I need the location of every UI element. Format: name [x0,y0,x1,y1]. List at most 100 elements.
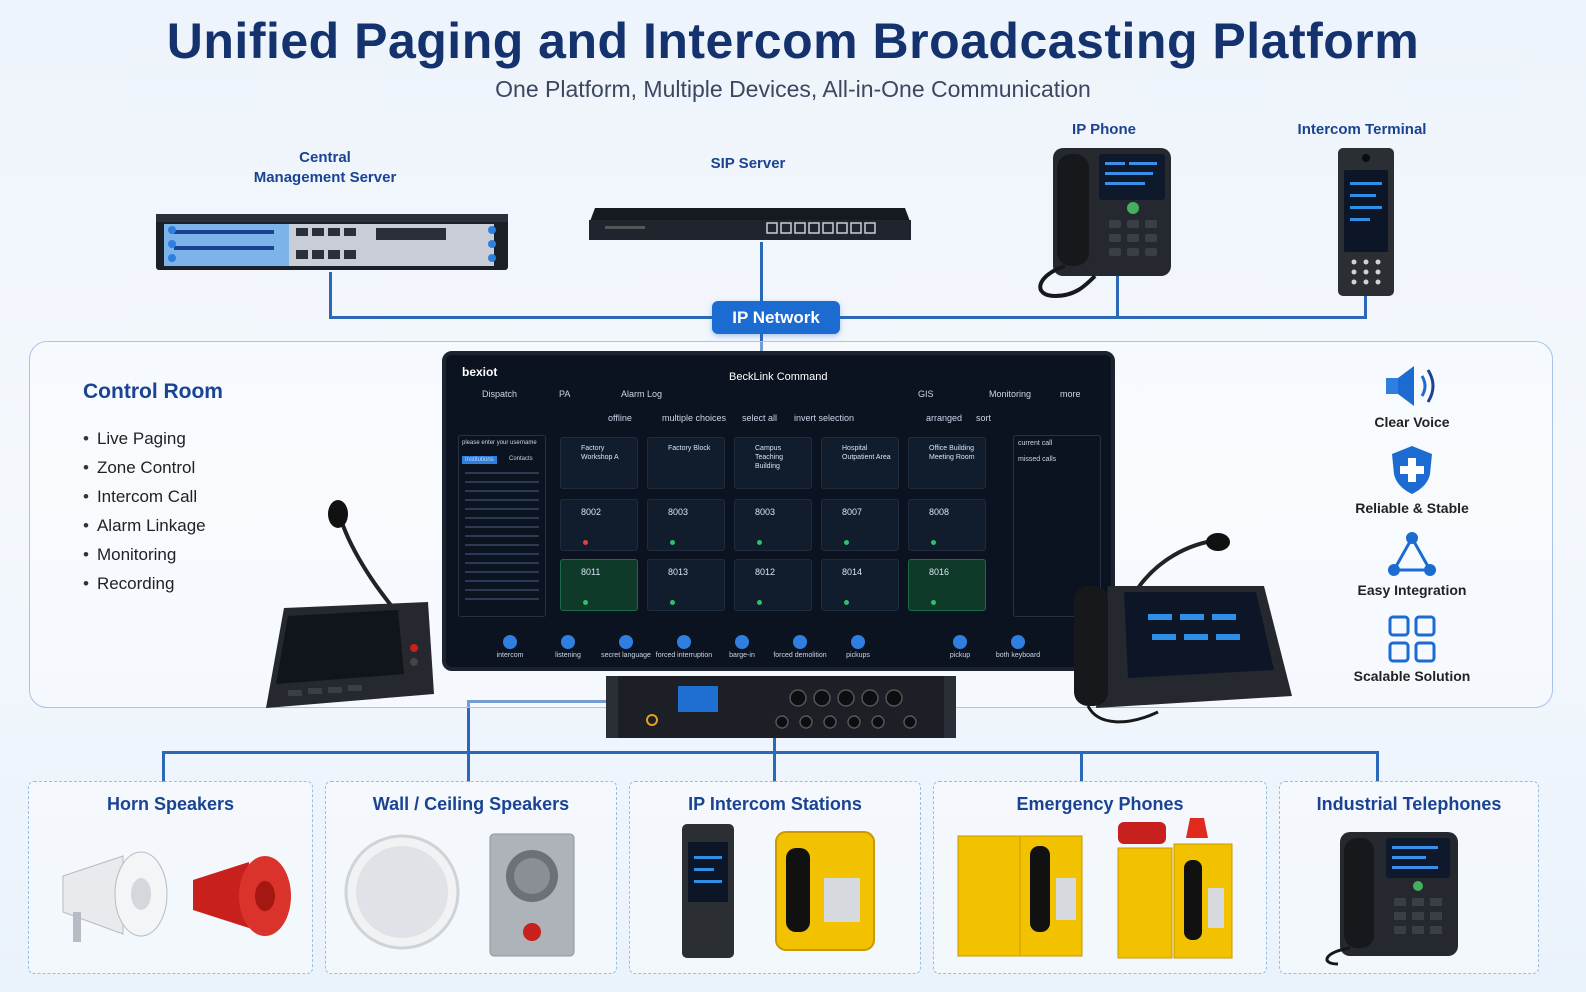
extension-tile[interactable]: 8003 [734,499,812,551]
nav-monitoring[interactable]: Monitoring [989,389,1032,399]
page-subtitle: One Platform, Multiple Devices, All-in-O… [495,76,1091,102]
extension-tile[interactable]: 8007 [821,499,899,551]
wire-console-down [467,700,470,782]
wire-bottom-bus [162,751,1379,754]
horn-speaker-image [62,851,291,942]
benefit-clear-voice: Clear Voice [1332,362,1492,430]
endpoint-title: Horn Speakers [106,794,235,814]
zone-tile[interactable]: Office Building Meeting Room [908,437,986,489]
central-server-label: Central Management Server [253,149,397,186]
filter-offline[interactable]: offline [608,413,632,423]
wire-drop-industrial [1376,751,1379,782]
zone-tile[interactable]: Factory Block [647,437,725,489]
keyboard-icon [1011,635,1025,649]
filter-sort[interactable]: sort [976,413,992,423]
filter-arranged[interactable]: arranged [926,413,963,423]
forced-demolition-icon [793,635,807,649]
tool-secret-language[interactable]: secret language [596,635,656,659]
wire-drop-emergency [1080,751,1083,782]
software-right-panel: current call missed calls [1013,435,1101,617]
wire-top-bus [329,316,1367,319]
extension-tile[interactable]: 8002 [560,499,638,551]
control-room-title: Control Room [83,380,223,403]
industrial-telephone-image [1325,832,1458,966]
speaker-icon [1386,366,1435,406]
feature-item: Live Paging [83,428,206,457]
software-nav: Dispatch PA Alarm Log GIS Monitoring mor… [446,387,1111,403]
missed-calls-label[interactable]: missed calls [1018,456,1057,463]
zone-tile[interactable]: Hospital Outpatient Area [821,437,899,489]
tree-lines [465,472,539,602]
zone-tile[interactable]: Factory Workshop A [560,437,638,489]
tool-intercom[interactable]: intercom [480,635,540,659]
tool-listening[interactable]: listening [538,635,598,659]
feature-item: Intercom Call [83,486,206,515]
sip-server-image [589,208,911,240]
endpoint-emergency-phones: Emergency Phones [933,781,1267,974]
status-dot [931,540,936,545]
wire-drop-horn [162,751,165,782]
intercom-terminal-label: Intercom Terminal [1297,121,1427,138]
extension-tile[interactable]: 8008 [908,499,986,551]
extension-tile[interactable]: 8013 [647,559,725,611]
search-input[interactable]: please enter your username [462,440,537,446]
wire-terminal-down [1364,296,1367,318]
tool-pickup[interactable]: pickup [930,635,990,659]
feature-item: Monitoring [83,544,206,573]
status-dot [757,600,762,605]
extension-tile[interactable]: 8012 [734,559,812,611]
sip-server-label: SIP Server [710,155,786,172]
tool-pickups[interactable]: pickups [828,635,888,659]
pickup-icon [953,635,967,649]
benefit-scalable-solution: Scalable Solution [1332,614,1492,684]
status-dot [670,540,675,545]
endpoint-ip-intercom-stations: IP Intercom Stations [629,781,921,974]
ip-phone-label: IP Phone [1072,121,1136,138]
forced-interruption-icon [677,635,691,649]
nav-alarm-log[interactable]: Alarm Log [621,389,663,399]
endpoint-industrial-telephones: Industrial Telephones [1279,781,1539,974]
zone-tile[interactable]: Campus Teaching Building [734,437,812,489]
wire-server-down [329,272,332,318]
nav-more[interactable]: more [1060,389,1081,399]
software-brand: bexiot [462,365,498,379]
wire-network-down [760,334,763,352]
desk-console-image [266,500,434,708]
wire-amp-link [467,700,607,703]
endpoint-title: Industrial Telephones [1316,794,1502,814]
filter-select-all[interactable]: select all [742,413,778,423]
dispatch-software-monitor: bexiot BeckLink Command Dispatch PA Alar… [442,351,1115,671]
filter-invert-selection[interactable]: invert selection [794,413,855,423]
feature-item: Alarm Linkage [83,515,206,544]
status-dot [583,600,588,605]
grid-icon [1388,615,1436,663]
current-call-label[interactable]: current call [1018,440,1053,447]
benefit-easy-integration: Easy Integration [1332,530,1492,598]
nav-gis[interactable]: GIS [918,389,934,399]
amplifier-image [606,676,956,738]
tool-barge-in[interactable]: barge-in [712,635,772,659]
status-dot [670,600,675,605]
control-room-feature-list: Live Paging Zone Control Intercom Call A… [83,428,206,602]
extension-tile[interactable]: 8016 [908,559,986,611]
intercom-icon [503,635,517,649]
tab-contacts[interactable]: Contacts [509,456,533,462]
tool-forced-demolition[interactable]: forced demolition [770,635,830,659]
feature-item: Zone Control [83,457,206,486]
nav-dispatch[interactable]: Dispatch [482,389,518,399]
tool-forced-interruption[interactable]: forced interruption [654,635,714,659]
wire-drop-intercom [773,738,776,782]
page-title: Unified Paging and Intercom Broadcasting… [166,13,1420,69]
extension-tile[interactable]: 8011 [560,559,638,611]
extension-tile[interactable]: 8003 [647,499,725,551]
extension-tile[interactable]: 8014 [821,559,899,611]
tab-institutions[interactable]: Institutions [462,456,497,464]
feature-item: Recording [83,573,206,602]
tool-keyboard[interactable]: both keyboard [988,635,1048,659]
network-nodes-icon [1388,532,1436,576]
pickups-icon [851,635,865,649]
nav-pa[interactable]: PA [559,389,571,399]
central-server-image [156,214,508,270]
filter-multiple-choices[interactable]: multiple choices [662,413,727,423]
status-dot [931,600,936,605]
